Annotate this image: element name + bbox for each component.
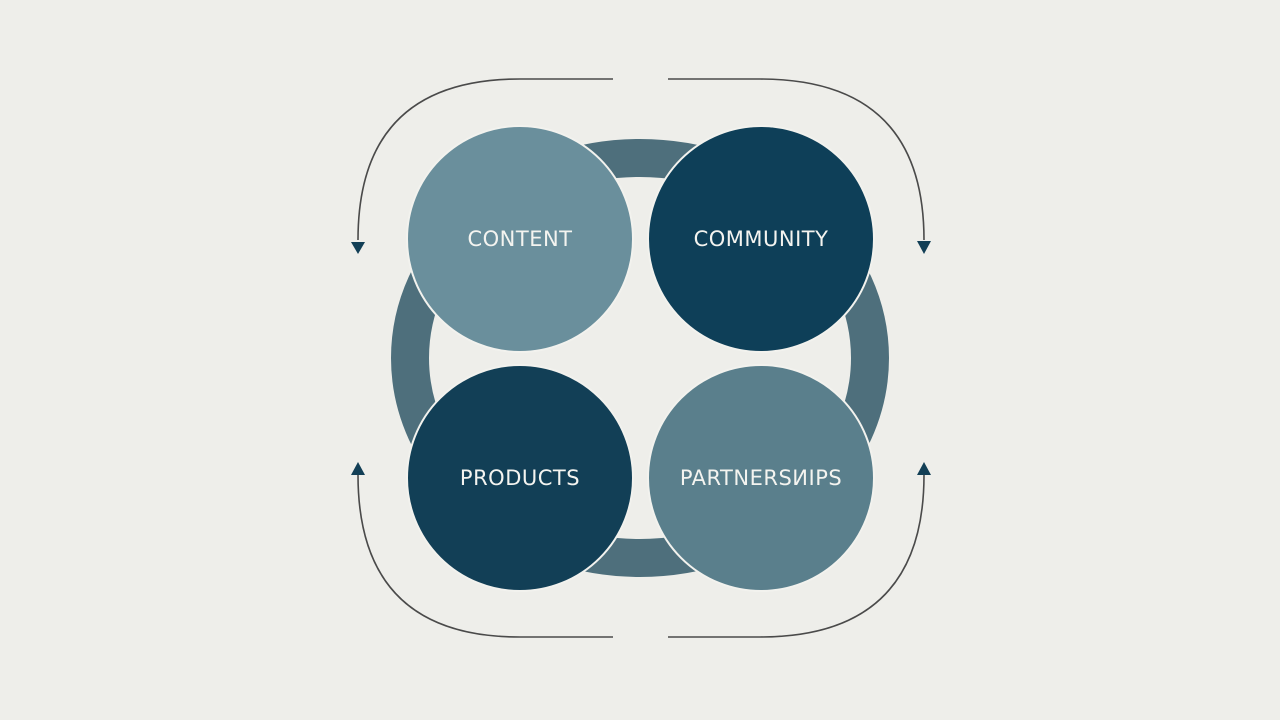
node-label: PARTNERSИIPS [679,466,843,490]
node-content: CONTENT [406,125,634,353]
arrowhead-down-icon [917,241,931,254]
node-partnerships: PARTNERSИIPS [647,364,875,592]
node-label: CONTENT [467,227,573,251]
arrow-top-right [668,78,925,241]
arrow-top-left [357,78,613,241]
node-products: PRODUCTS [406,364,634,592]
node-community: COMMUNITY [647,125,875,353]
node-label: PRODUCTS [459,466,581,490]
arrow-bottom-right [668,474,925,638]
central-ring [391,139,889,577]
arrowhead-down-icon [351,242,365,254]
node-label: COMMUNITY [693,227,829,251]
arrow-bottom-left [357,474,613,638]
arrowhead-up-icon [351,462,365,475]
arrowhead-up-icon [917,462,931,475]
